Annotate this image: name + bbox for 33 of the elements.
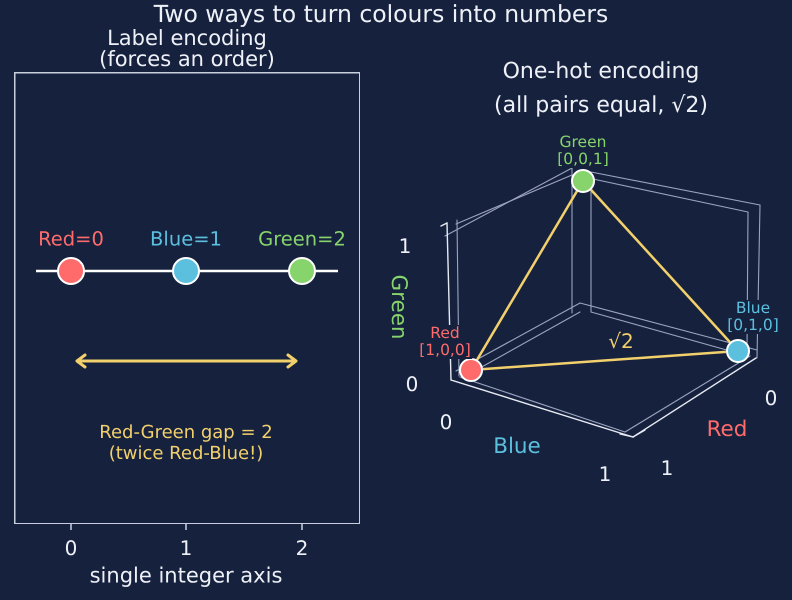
point-label: Green=2 (258, 227, 346, 251)
axis-label: single integer axis (90, 563, 282, 589)
connector-line (476, 190, 578, 360)
tick-label: 0 (406, 372, 418, 396)
point-label: Red [1,0,0] (418, 325, 472, 359)
point-label: Green [0,0,1] (556, 134, 610, 168)
tick-label: 1 (180, 536, 192, 560)
point-label: Red=0 (38, 227, 104, 251)
plot-panel (14, 28, 360, 524)
data-point (571, 169, 595, 193)
tick-label: 1 (598, 462, 612, 486)
connector-line (482, 350, 726, 370)
data-point (57, 257, 85, 285)
tick-label: 0 (64, 536, 78, 560)
annotation-text: Red-Green gap = 2 (twice Red-Blue!) (98, 422, 274, 464)
tick-label: 0 (764, 386, 778, 410)
data-point (459, 358, 483, 382)
axis-label: Blue (493, 434, 541, 460)
point-label: Blue [0,1,0] (726, 300, 780, 334)
axis-label: Red (706, 417, 748, 443)
tick-label: 1 (660, 456, 674, 480)
data-point (172, 257, 200, 285)
tick-label: 1 (398, 234, 412, 258)
connector-line (590, 189, 731, 343)
panel-title: One-hot encoding (all pairs equal, √2) (493, 58, 709, 120)
tick-label: 2 (296, 536, 308, 560)
data-point (288, 257, 316, 285)
axis-label: Green (385, 274, 411, 340)
diagram-title: Two ways to turn colours into numbers (154, 0, 608, 28)
point-label: Blue=1 (150, 227, 222, 251)
data-point (726, 339, 750, 363)
panel-title: Label encoding (forces an order) (98, 28, 276, 70)
tick-label: 0 (440, 410, 452, 434)
